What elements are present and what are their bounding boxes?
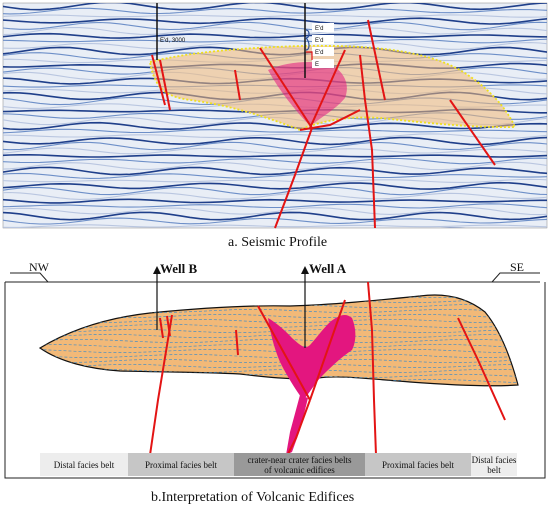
facies-belt-proximal-right [365, 453, 471, 476]
facies-belts: Distal facies belt Proximal facies belt … [40, 453, 517, 476]
seismic-trace [3, 26, 547, 36]
seismic-trace [3, 38, 547, 44]
seismic-trace [3, 14, 547, 18]
well-a-label: Well A [309, 261, 347, 276]
seismic-trace [3, 17, 547, 25]
seismic-profile-caption: a. Seismic Profile [228, 235, 327, 250]
se-marker: SE [491, 260, 540, 283]
seismic-trace [3, 206, 547, 216]
seismic-trace [3, 42, 547, 50]
edifice-layer-line [40, 314, 518, 318]
facies-label-distal-right-line2: belt [487, 465, 501, 475]
seismic-trace [3, 181, 547, 190]
facies-label-crater-line2: of volcanic edifices [264, 465, 335, 475]
seismic-trace [3, 186, 547, 196]
svg-text:E'd: E'd [315, 50, 323, 56]
seismic-trace [3, 161, 547, 171]
seismic-trace [3, 32, 547, 39]
seismic-trace [3, 121, 547, 131]
well-b-label: Well B [160, 261, 198, 276]
volcanic-conduit [286, 395, 308, 455]
horizon-tags: E'd E'd E'd E [304, 23, 334, 68]
edifice-layer-line [40, 329, 518, 333]
interpretation-frame [4, 282, 546, 479]
direction-se: SE [510, 260, 524, 274]
seismic-trace [3, 198, 547, 204]
seismic-trace [3, 172, 547, 179]
edifice-layer-line [40, 369, 518, 373]
seismic-trace [3, 224, 547, 228]
edifice-layer-line [40, 334, 518, 338]
well-a: Well A [301, 261, 347, 348]
svg-text:E'd: E'd [315, 38, 323, 44]
seismic-trace [3, 133, 547, 139]
seismic-trace [3, 147, 547, 155]
seismic-trace [3, 211, 547, 221]
facies-belt-distal-left [40, 453, 128, 476]
seismic-trace [3, 157, 547, 165]
facies-label-proximal-right: Proximal facies belt [382, 460, 454, 470]
facies-label-crater-line1: crater-near crater facies belts [248, 455, 352, 465]
crater-facies [268, 315, 356, 400]
seismic-trace [3, 154, 547, 158]
facies-label-distal-left: Distal facies belt [54, 460, 115, 470]
seismic-trace [3, 191, 547, 200]
edifice-layer-line [40, 344, 518, 348]
facies-belt-proximal-left [128, 453, 234, 476]
seismic-trace [3, 7, 547, 15]
seismic-trace [309, 227, 467, 228]
seismic-crater-body [268, 62, 347, 126]
edifice-layer-line [40, 354, 518, 358]
seismic-trace [3, 21, 547, 31]
svg-text:E'd: E'd [315, 26, 323, 32]
seismic-trace [3, 136, 547, 146]
edifice-layer-line [40, 359, 518, 363]
well-b: Well B [153, 261, 198, 330]
edifice-layer-line [40, 339, 518, 343]
seismic-trace [3, 3, 547, 11]
seismic-well-top-label: E'd, 3000 [160, 38, 186, 44]
svg-text:E: E [315, 62, 319, 68]
edifice-layer-line [40, 349, 518, 353]
facies-belt-crater [234, 453, 365, 476]
facies-label-distal-right-line1: Distal facies [472, 455, 517, 465]
direction-nw: NW [29, 260, 50, 274]
edifice-layer-line [40, 364, 518, 368]
seismic-trace [3, 141, 547, 151]
seismic-trace [3, 217, 547, 225]
seismic-trace [3, 203, 547, 209]
seismic-faults [151, 19, 496, 229]
nw-marker: NW [10, 260, 50, 283]
seismic-trace [3, 166, 547, 176]
interpretation-faults [149, 281, 506, 459]
interpretation-panel: NW SE Well B [4, 260, 546, 479]
facies-belt-distal-right [471, 453, 517, 476]
interpretation-caption: b.Interpretation of Volcanic Edifices [151, 490, 354, 505]
seismic-profile-panel: E'd, 3000 E'd E'd E'd E [2, 2, 548, 229]
seismic-trace [3, 128, 547, 134]
seismic-trace [3, 178, 547, 183]
facies-label-proximal-left: Proximal facies belt [145, 460, 217, 470]
